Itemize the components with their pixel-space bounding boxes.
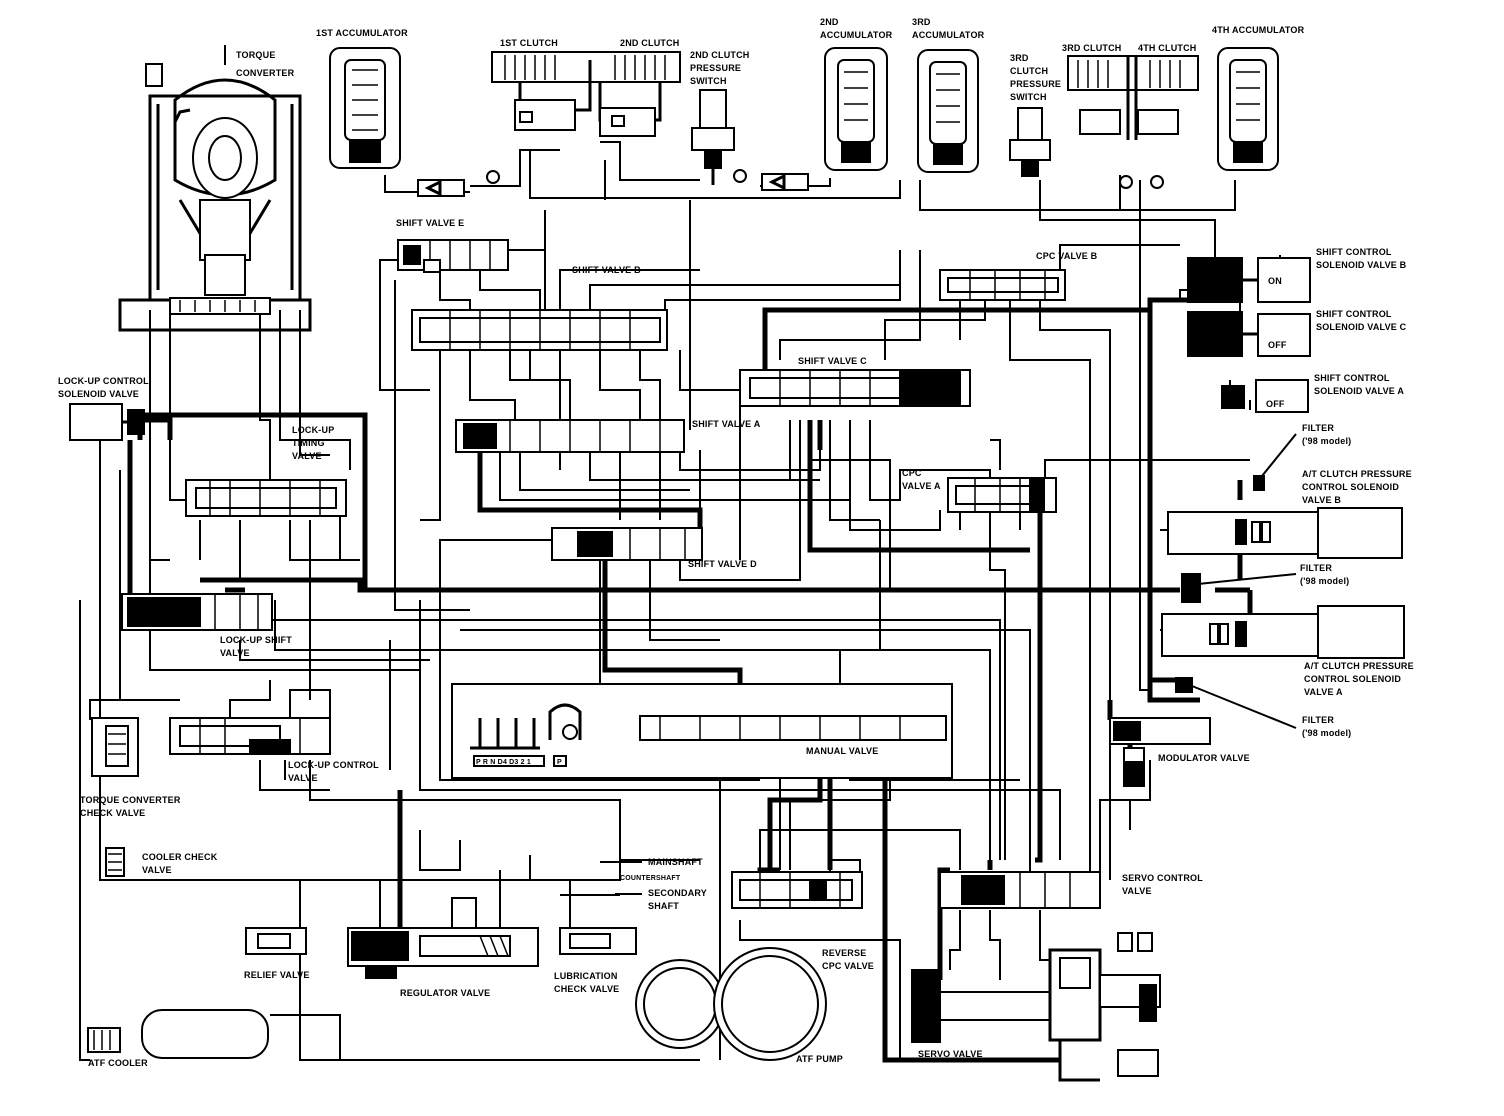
label-fourth-clutch: 4TH CLUTCH (1138, 43, 1197, 53)
shift-valve-e (397, 239, 509, 273)
first-accumulator (329, 47, 401, 169)
thin-fluid-lines (79, 141, 1320, 1061)
lock-up-control-valve (169, 717, 331, 755)
solenoid-b-state: ON (1268, 276, 1282, 286)
solenoid-a-state: OFF (1266, 399, 1285, 409)
shift-control-solenoid-valve-a (1221, 379, 1309, 413)
torque-converter-check-valve (91, 717, 139, 777)
manual-valve-positions: P R N D4 D3 2 1 (476, 759, 531, 766)
label-second-clutch: 2ND CLUTCH (620, 38, 680, 48)
atf-pump (635, 947, 827, 1061)
third-clutch-pressure-switch (1009, 107, 1051, 177)
cpc-valve-a (947, 477, 1057, 513)
label-manual-valve: MANUAL VALVE (806, 746, 878, 756)
third-accumulator (917, 49, 979, 173)
label-shift-valve-c: SHIFT VALVE C (798, 356, 867, 366)
cooler-check-valve (105, 847, 125, 877)
lock-up-control-solenoid-valve (69, 403, 145, 441)
label-filter-98-low: FILTER('98 model) (1302, 715, 1351, 738)
top-check-valves (417, 169, 1164, 197)
shift-valve-c (739, 369, 971, 407)
label-shift-valve-d: SHIFT VALVE D (688, 559, 757, 569)
label-third-clutch: 3RD CLUTCH (1062, 43, 1122, 53)
label-cpc-valve-b: CPC VALVE B (1036, 251, 1098, 261)
label-fourth-accumulator: 4TH ACCUMULATOR (1212, 25, 1305, 35)
label-servo-valve: SERVO VALVE (918, 1049, 983, 1059)
torque-converter (118, 45, 312, 332)
shift-valve-b (411, 309, 668, 351)
label-filter-98-top: FILTER('98 model) (1302, 423, 1351, 446)
filters (1175, 475, 1265, 693)
shift-valve-a (455, 419, 685, 453)
label-first-clutch: 1ST CLUTCH (500, 38, 558, 48)
label-countershaft: COUNTERSHAFT (620, 875, 681, 882)
label-mainshaft: MAINSHAFT (648, 857, 703, 867)
cpc-valve-b (939, 269, 1066, 301)
atf-cooler (87, 1009, 269, 1059)
label-first-accumulator: 1ST ACCUMULATOR (316, 28, 408, 38)
second-clutch-pressure-switch (691, 89, 735, 185)
label-modulator-valve: MODULATOR VALVE (1158, 753, 1250, 763)
label-atf-cooler: ATF COOLER (88, 1058, 148, 1068)
reverse-cpc-valve (731, 871, 863, 909)
servo-control-valve (939, 871, 1101, 909)
label-atf-pump: ATF PUMP (796, 1054, 843, 1064)
label-regulator-valve: REGULATOR VALVE (400, 988, 490, 998)
second-accumulator (824, 47, 888, 171)
manual-valve (451, 683, 953, 779)
shift-control-solenoid-valve-c (1187, 311, 1311, 357)
lubrication-check-valve (559, 927, 637, 955)
at-clutch-pressure-control-solenoid-valve-b (1167, 507, 1403, 559)
relief-valve (245, 927, 307, 955)
third-and-fourth-clutch (1067, 55, 1199, 140)
label-shift-valve-b: SHIFT VALVE B (572, 265, 641, 275)
servo-valve (911, 932, 1161, 1082)
lock-up-shift-valve (121, 593, 273, 631)
label-shift-valve-a: SHIFT VALVE A (692, 419, 761, 429)
solenoid-c-state: OFF (1268, 340, 1287, 350)
label-leader-lines (600, 433, 1297, 895)
modulator-valve (1109, 717, 1211, 787)
manual-valve-p-box: P (557, 759, 562, 766)
shift-control-solenoid-valve-b (1187, 257, 1311, 303)
label-relief-valve: RELIEF VALVE (244, 970, 310, 980)
fourth-accumulator (1217, 47, 1279, 171)
first-and-second-clutch (491, 51, 681, 137)
regulator-valve (347, 897, 539, 979)
at-clutch-pressure-control-solenoid-valve-a (1161, 605, 1405, 659)
lock-up-timing-valve (185, 479, 347, 517)
label-filter-98-mid: FILTER('98 model) (1300, 563, 1349, 586)
label-shift-valve-e: SHIFT VALVE E (396, 218, 464, 228)
shift-valve-d (551, 527, 703, 561)
